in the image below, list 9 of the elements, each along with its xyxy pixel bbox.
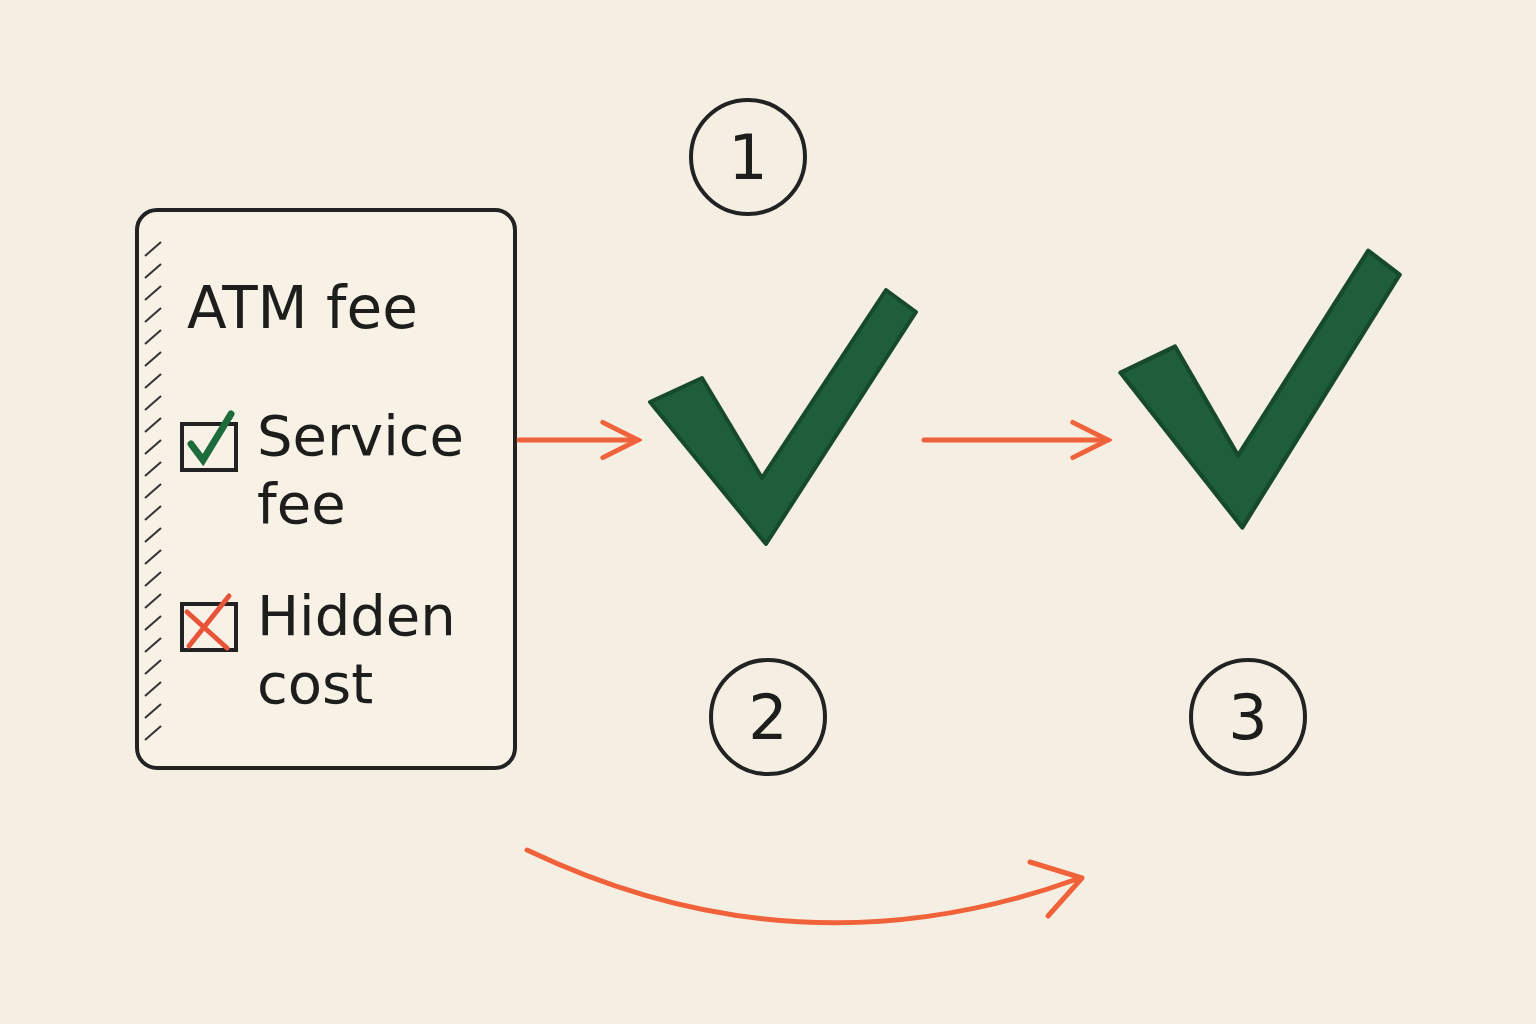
card-heading: ATM fee [187,274,418,342]
item-text: Hidden cost [257,582,457,718]
callout-number: 2 [709,658,827,776]
card [135,208,517,770]
item-text: Service fee [257,402,465,538]
callout-number: 3 [1189,658,1307,776]
arrow [921,420,1111,460]
callout-number: 1 [689,98,807,216]
arrow [516,420,641,460]
